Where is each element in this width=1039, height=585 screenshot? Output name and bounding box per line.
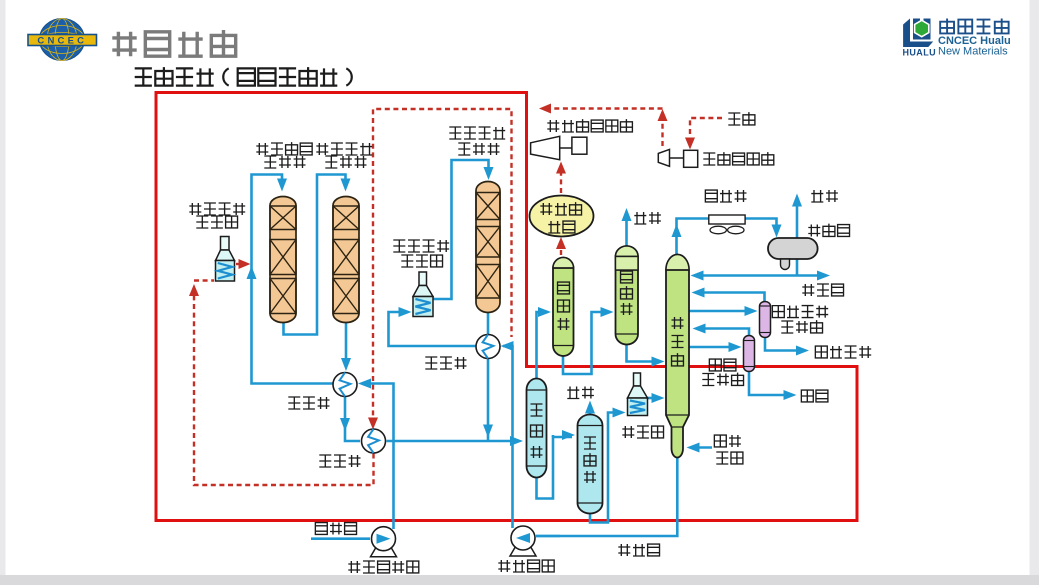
svg-text:CNCEC: CNCEC — [37, 36, 87, 47]
svg-text:CNCEC Hualu: CNCEC Hualu — [938, 35, 1011, 47]
svg-text:HUALU: HUALU — [903, 48, 937, 58]
svg-text:New Materials: New Materials — [938, 46, 1008, 58]
